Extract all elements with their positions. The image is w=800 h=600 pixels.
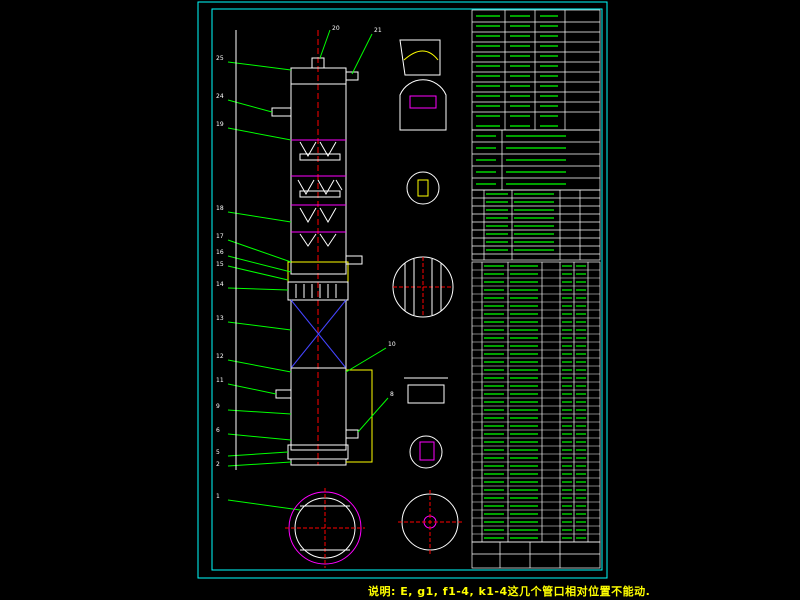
vessel-elevation (271, 30, 373, 466)
tray-internals (297, 141, 343, 247)
parts-list-rows (472, 269, 600, 535)
tray-assembly (291, 139, 346, 233)
callout-19: 19 (216, 121, 224, 128)
detail-b (399, 79, 447, 131)
callout-15: 15 (216, 261, 224, 268)
detail-e (409, 435, 443, 469)
callout-11: 11 (216, 377, 224, 384)
callout-17: 17 (216, 233, 224, 240)
callout-25: 25 (216, 55, 224, 62)
callout-14: 14 (216, 281, 224, 288)
callout-5: 5 (216, 449, 220, 456)
nozzles (271, 57, 363, 439)
callout-20: 20 (332, 25, 340, 32)
callout-9: 9 (216, 403, 220, 410)
callout-18: 18 (216, 205, 224, 212)
callout-12: 12 (216, 353, 224, 360)
packed-bed-cross-2 (290, 299, 347, 369)
detail-c (406, 171, 440, 205)
external-piping (346, 369, 373, 463)
callout-1: 1 (216, 493, 220, 500)
callout-8: 8 (390, 391, 394, 398)
callout-24: 24 (216, 93, 224, 100)
outer-frame (197, 1, 608, 579)
base-plan-view (285, 488, 365, 568)
leader-lines (227, 29, 389, 511)
title-block (471, 541, 601, 569)
detail-a (399, 39, 441, 76)
bottom-section (290, 367, 347, 451)
table-text-marks (476, 15, 586, 539)
callout-16: 16 (216, 249, 224, 256)
detail-views (392, 39, 462, 554)
callout-13: 13 (216, 315, 224, 322)
callout-10: 10 (388, 341, 396, 348)
footer-note: 说明: E, g1, f1-4, k1-4这几个管口相对位置不能动. (368, 585, 651, 598)
nozzle-table (471, 189, 601, 261)
support-grid-bars (295, 284, 337, 298)
inner-frame (211, 8, 603, 571)
technical-data-table (471, 9, 601, 131)
callout-6: 6 (216, 427, 220, 434)
callout-21: 21 (374, 27, 382, 34)
callout-2: 2 (216, 461, 220, 468)
callout-labels: 25 24 19 18 17 16 15 14 13 12 11 9 6 5 2… (216, 25, 396, 500)
detail-d (407, 384, 445, 404)
